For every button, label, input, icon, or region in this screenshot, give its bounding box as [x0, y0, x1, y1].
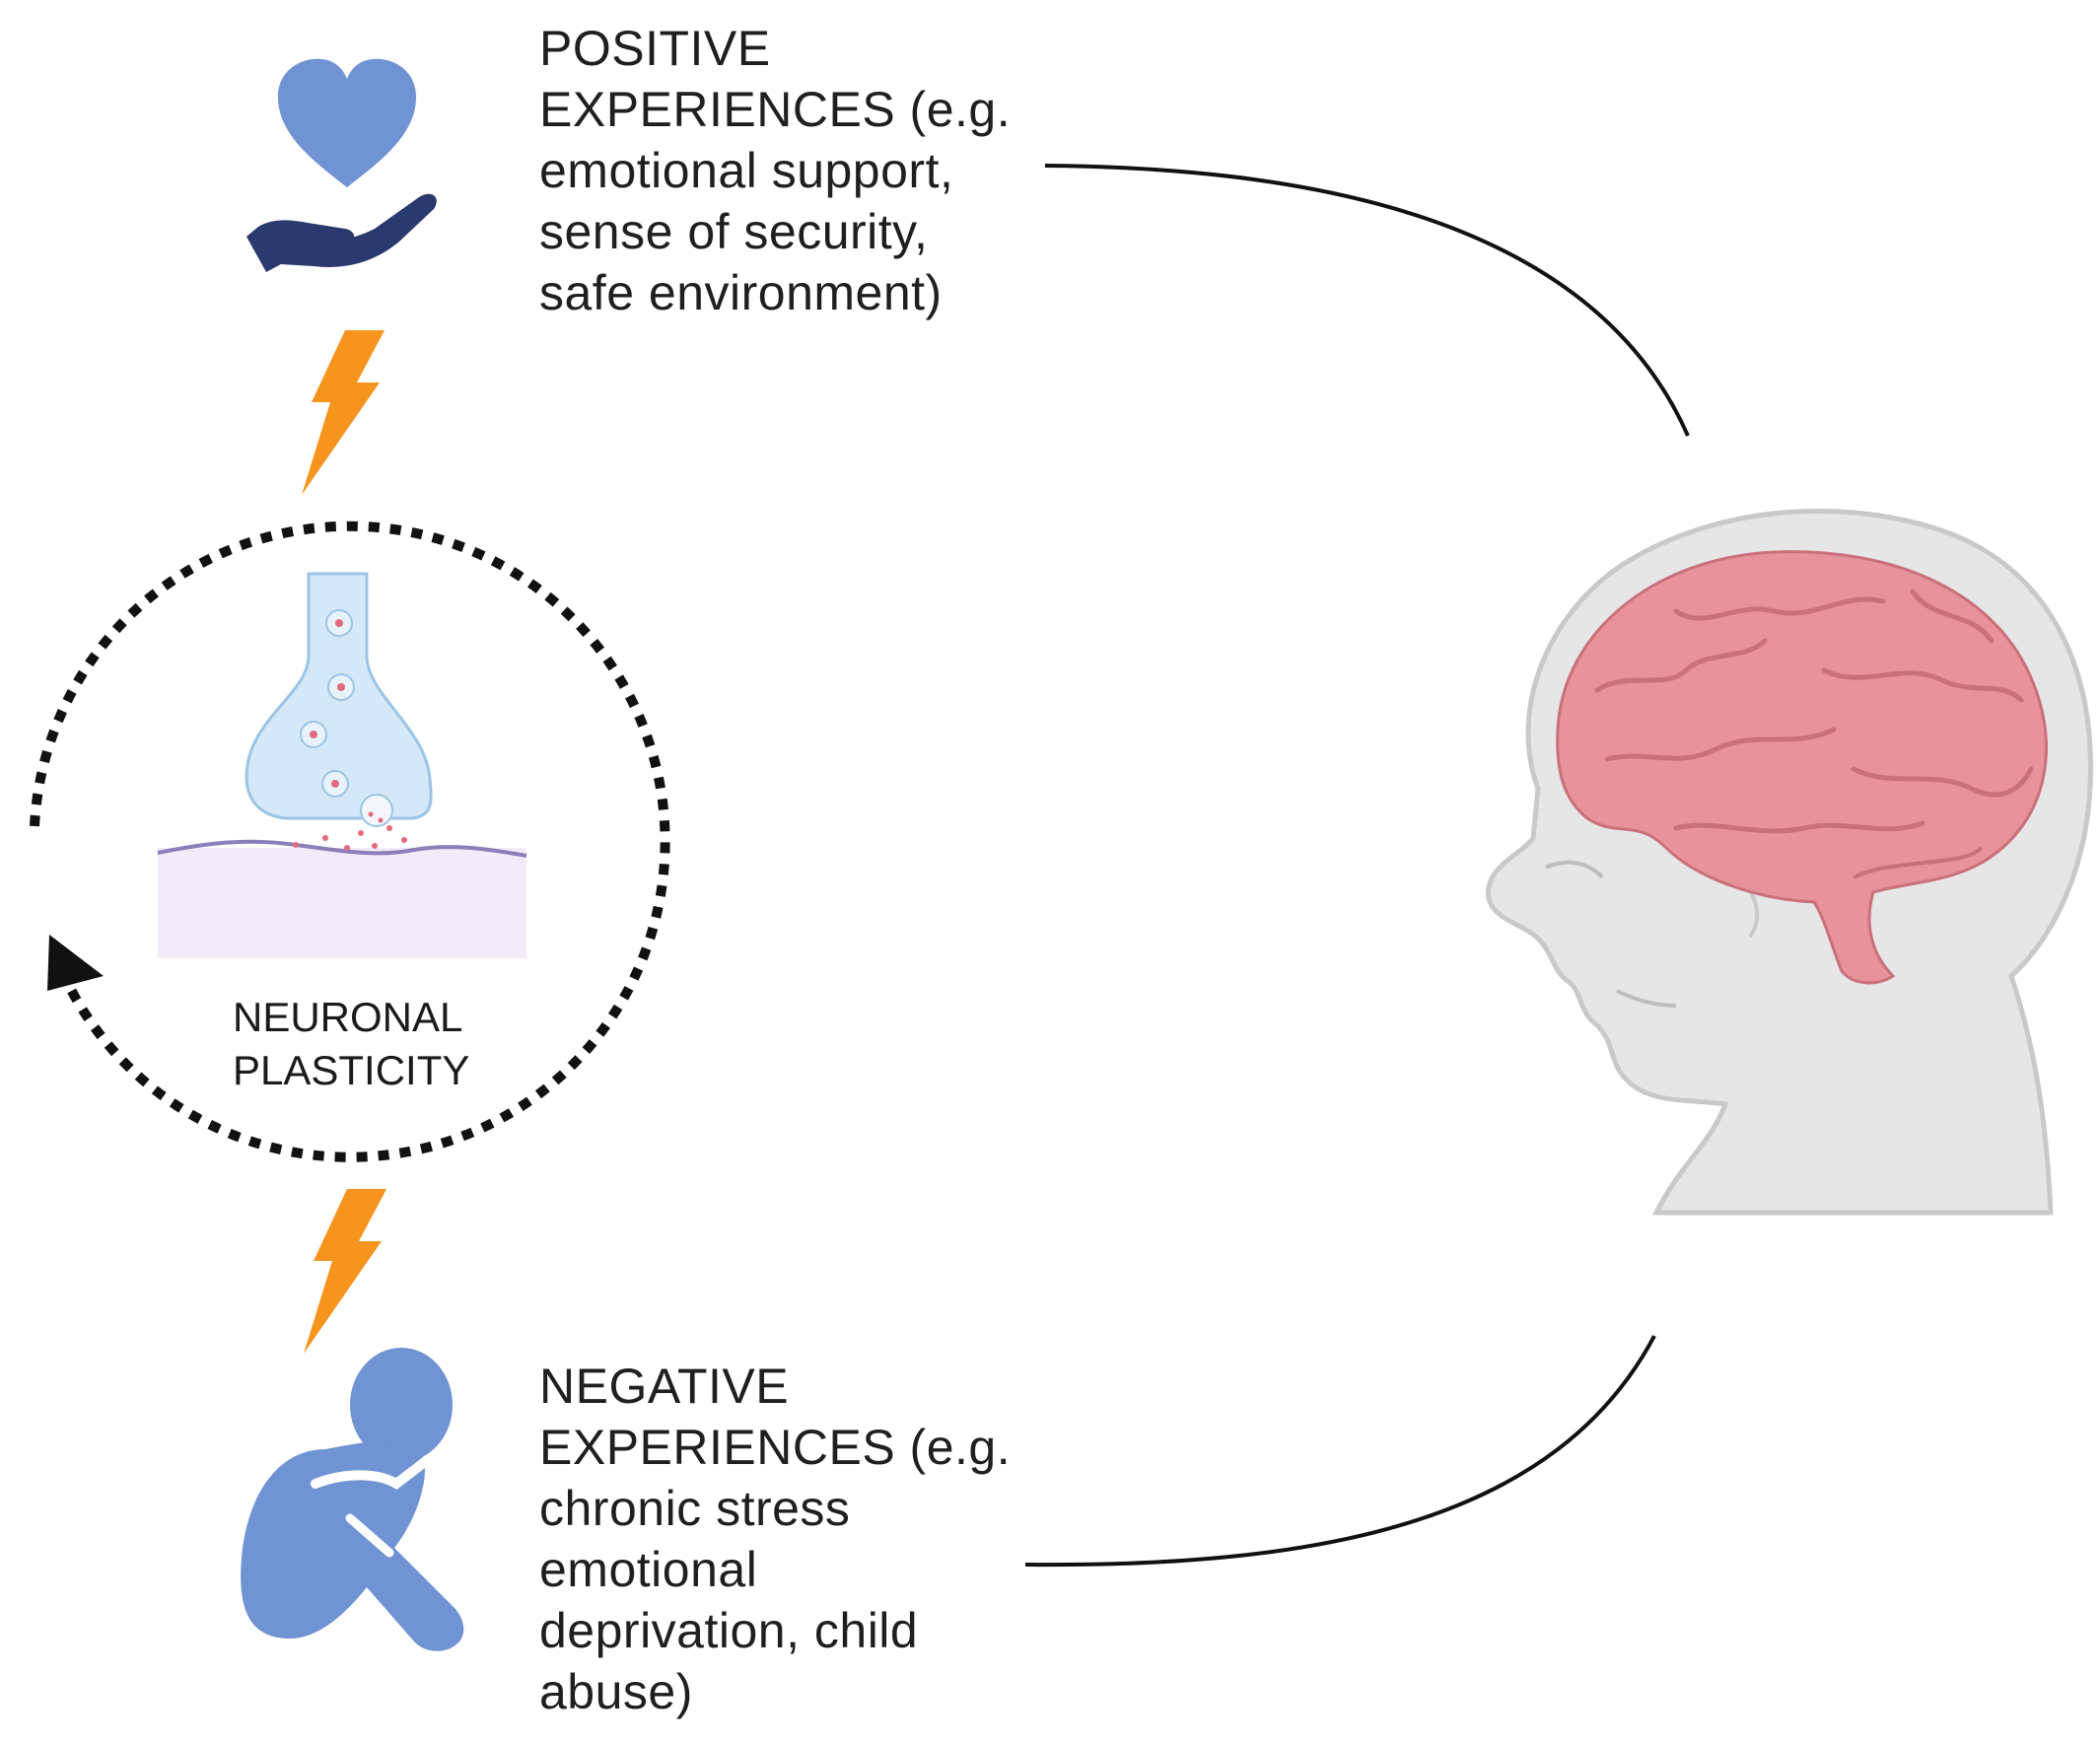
positive-line: emotional support,	[539, 143, 954, 198]
negative-line: emotional	[539, 1542, 758, 1597]
negative-connector	[1024, 1335, 1656, 1568]
positive-line: safe environment)	[539, 265, 943, 320]
heart-in-hand-icon	[246, 58, 437, 272]
negative-line: deprivation, child	[539, 1603, 919, 1658]
negative-line: EXPERIENCES (e.g.	[539, 1420, 1012, 1475]
negative-experiences-label: NEGATIVE EXPERIENCES (e.g. chronic stres…	[539, 1356, 1011, 1722]
negative-line: abuse)	[539, 1664, 693, 1719]
negative-line: NEGATIVE	[539, 1359, 790, 1414]
positive-connector	[1044, 164, 1690, 437]
plasticity-line: NEURONAL	[233, 994, 463, 1040]
cycle-arrow-icon	[30, 521, 670, 1162]
synapse-icon	[157, 572, 527, 958]
negative-line: chronic stress	[539, 1481, 851, 1536]
neuronal-plasticity-label: NEURONAL PLASTICITY	[233, 991, 469, 1097]
lightning-icon	[304, 1189, 386, 1354]
positive-line: POSITIVE	[539, 21, 771, 76]
baby-brain-icon	[1486, 508, 2093, 1216]
positive-line: sense of security,	[539, 204, 929, 259]
plasticity-line: PLASTICITY	[233, 1047, 470, 1093]
positive-line: EXPERIENCES (e.g.	[539, 82, 1012, 137]
lightning-icon	[302, 330, 385, 495]
child-crouching-icon	[241, 1348, 464, 1651]
positive-experiences-label: POSITIVE EXPERIENCES (e.g. emotional sup…	[539, 18, 1011, 323]
